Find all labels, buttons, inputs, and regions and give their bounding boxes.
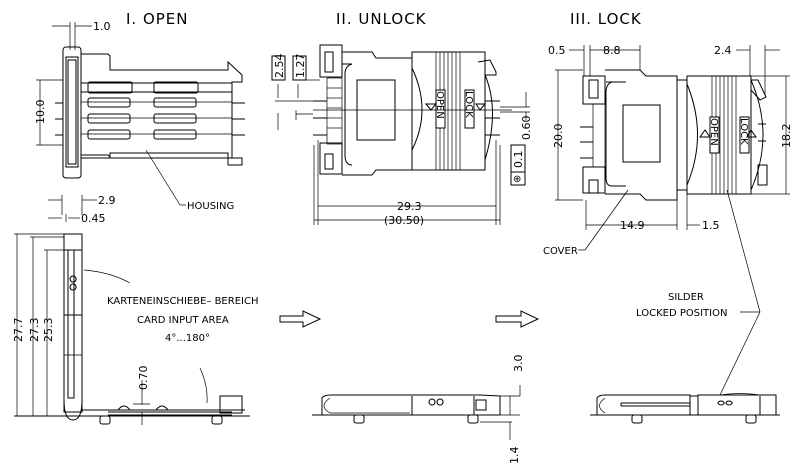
slider-label-1: SILDER bbox=[668, 292, 704, 303]
lock-triangle-icon bbox=[475, 103, 487, 111]
dim-0-70: 0.70 bbox=[137, 366, 150, 391]
title-open: I. OPEN bbox=[126, 10, 189, 28]
dim-1-27: 1.27 bbox=[294, 54, 307, 79]
dim-27-3: 27.3 bbox=[28, 318, 41, 343]
unlock-lock-marker: LOCK bbox=[463, 91, 474, 118]
position-tolerance-icon: ⊕ bbox=[513, 174, 521, 185]
slider-label-2: LOCKED POSITION bbox=[636, 308, 727, 319]
dim-27-7: 27.7 bbox=[12, 318, 25, 343]
open-top-view: 1.0 bbox=[34, 20, 245, 212]
dim-0-60: 0.60 bbox=[520, 116, 533, 141]
title-unlock: II. UNLOCK bbox=[336, 10, 427, 28]
dim-0-5: 0.5 bbox=[548, 44, 566, 57]
dim-2-4: 2.4 bbox=[714, 44, 732, 57]
dim-14-9: 14.9 bbox=[620, 219, 645, 232]
dim-2-9: 2.9 bbox=[98, 194, 116, 207]
dim-1-4: 1.4 bbox=[508, 447, 521, 465]
dim-1-5: 1.5 bbox=[702, 219, 720, 232]
dim-1-0: 1.0 bbox=[93, 20, 111, 33]
unlock-side-view: 3.0 1.4 bbox=[312, 355, 525, 465]
lock-open-marker: OPEN bbox=[708, 118, 719, 146]
card-area-english: CARD INPUT AREA bbox=[137, 315, 229, 326]
lock-lock-marker: LOCK bbox=[738, 118, 749, 145]
lock-side-view bbox=[590, 393, 780, 424]
dim-2-54: 2.54 bbox=[273, 54, 286, 79]
tolerance-value: 0.1 bbox=[512, 151, 525, 169]
housing-label: HOUSING bbox=[187, 201, 234, 212]
title-lock: III. LOCK bbox=[570, 10, 642, 28]
arrow-right-icon bbox=[279, 310, 322, 328]
dim-8-8: 8.8 bbox=[603, 44, 621, 57]
dim-10-0: 10.0 bbox=[34, 100, 47, 125]
dim-0-45: 0.45 bbox=[81, 212, 106, 225]
dim-30-50: (30.50) bbox=[384, 214, 424, 227]
lock-top-view: OPEN LOCK 0.5 8.8 2.4 20.0 18.2 bbox=[543, 44, 793, 396]
card-area-angle: 4°...180° bbox=[165, 333, 210, 344]
dim-18-2: 18.2 bbox=[780, 124, 793, 149]
open-side-view: 2.9 0.45 27.7 27.3 25.3 0 bbox=[12, 194, 258, 425]
dim-29-3: 29.3 bbox=[397, 200, 422, 213]
open-triangle-icon bbox=[699, 129, 711, 138]
dim-3-0: 3.0 bbox=[512, 355, 525, 373]
dim-25-3: 25.3 bbox=[42, 318, 55, 343]
unlock-open-marker: OPEN bbox=[434, 91, 445, 119]
dim-20-0: 20.0 bbox=[552, 124, 565, 149]
card-area-german: KARTENEINSCHIEBE– BEREICH bbox=[107, 296, 258, 307]
open-contacts bbox=[55, 97, 245, 140]
open-triangle-icon bbox=[424, 103, 438, 111]
unlock-top-view: OPEN LOCK 2.54 1.27 0.60 0.1 ⊕ bbox=[271, 44, 533, 227]
cover-label: COVER bbox=[543, 246, 578, 257]
arrow-right-icon bbox=[495, 310, 540, 328]
